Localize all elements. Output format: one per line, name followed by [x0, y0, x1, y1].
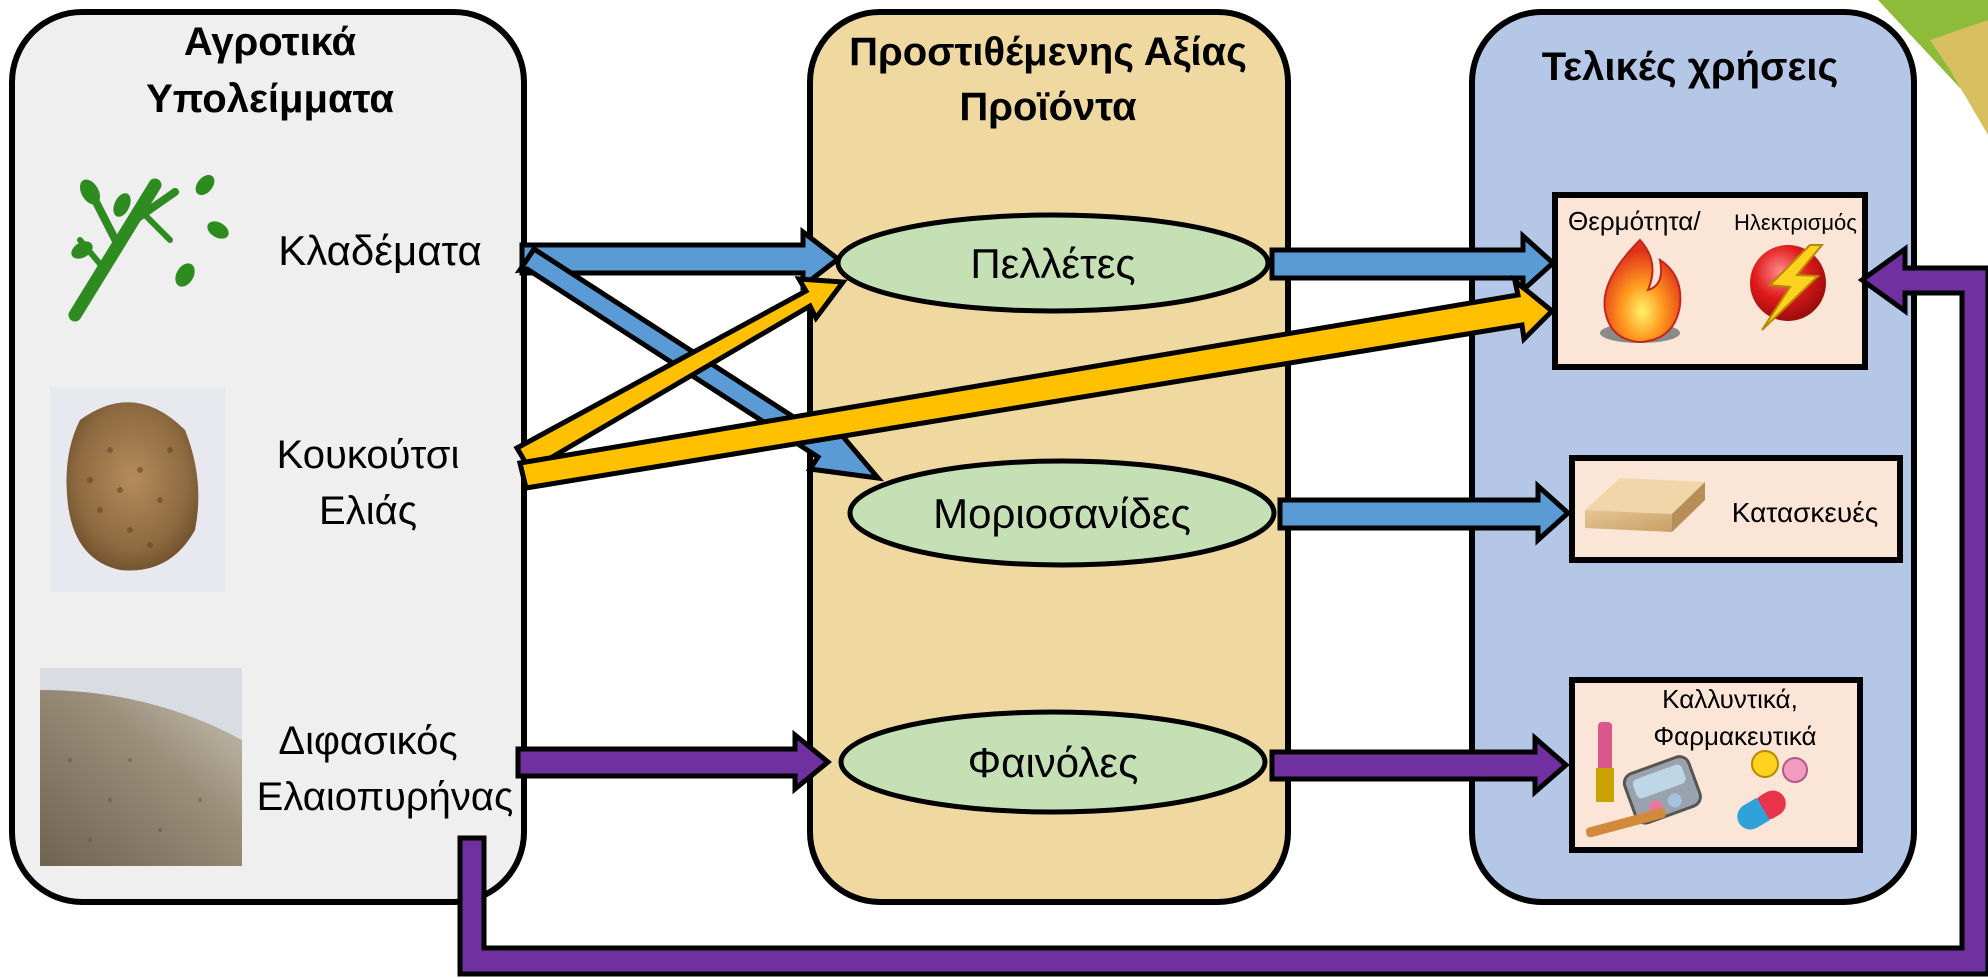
prunings-label: Κλαδέματα: [278, 227, 482, 274]
olive-stone-label-line1: Κουκούτσι: [277, 433, 460, 477]
purple-arrows: [457, 244, 1988, 977]
cosmetics-label-line2: Φαρμακευτικά: [1653, 721, 1816, 751]
pomace-label-line2: Ελαιοπυρήνας: [257, 775, 514, 819]
products-title-line2: Προϊόντα: [959, 85, 1137, 129]
pellets-ellipse: [835, 212, 1271, 314]
electricity-label: Ηλεκτρισμός: [1734, 210, 1857, 235]
olive-stone-photo: [50, 387, 226, 592]
arrow-pomace-return-loop: [457, 244, 1988, 977]
arrow-pomace-phenols: [515, 729, 832, 795]
branch-icon: [68, 174, 229, 322]
corner-accent: [1878, 0, 1988, 135]
lightning-icon: [1750, 244, 1826, 331]
pomace-pile-photo: [40, 668, 242, 866]
products-title-line1: Προστιθέμενης Αξίας: [849, 30, 1247, 74]
olive-stone-label-line2: Ελιάς: [319, 489, 417, 533]
arrow-pellets-heat: [1269, 230, 1557, 296]
cosmetics-label-line1: Καλλυντικά,: [1662, 684, 1798, 714]
arrow-olive-stone-heat: [516, 274, 1556, 491]
fire-icon: [1600, 238, 1682, 344]
arrow-phenols-cosmetics: [1269, 732, 1570, 798]
phenols-ellipse: [838, 709, 1268, 815]
makeup-icon: [1585, 722, 1702, 838]
board-icon: [1585, 478, 1705, 532]
uses-title: Τελικές χρήσεις: [1542, 45, 1839, 89]
arrow-olive-stone-pellets: [513, 276, 848, 474]
pellets-label: Πελλέτες: [970, 240, 1135, 287]
yellow-arrows: [513, 274, 1556, 491]
pills-icon: [1737, 750, 1808, 830]
particleboard-ellipse: [847, 458, 1277, 568]
phenols-label: Φαινόλες: [968, 739, 1139, 786]
particleboard-label: Μοριοσανίδες: [933, 490, 1191, 537]
arrow-particleboard-construction: [1277, 480, 1572, 546]
residues-title-line2: Υπολείμματα: [146, 77, 394, 121]
construction-label: Κατασκευές: [1732, 497, 1878, 528]
pomace-label-line1: Διφασικός: [278, 719, 457, 763]
heat-label: Θερμότητα/: [1568, 206, 1701, 236]
residues-title-line1: Αγροτικά: [184, 20, 357, 64]
